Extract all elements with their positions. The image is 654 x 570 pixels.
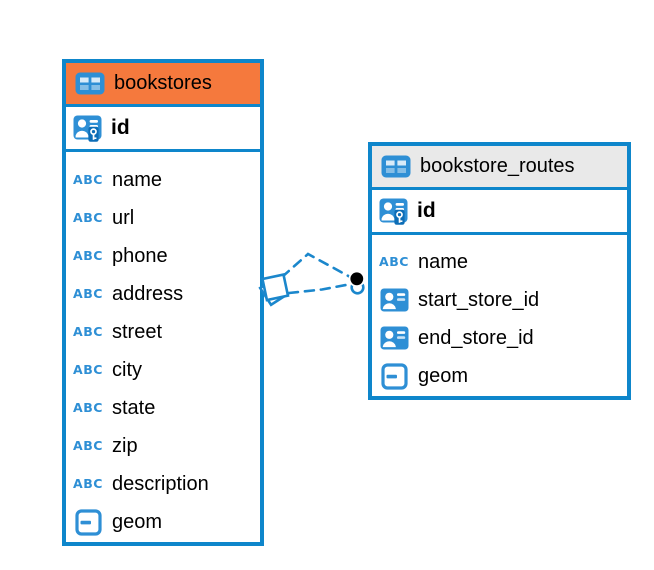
column-name: id	[111, 116, 130, 139]
table-icon	[75, 72, 105, 95]
column-row[interactable]: ABC city	[66, 351, 260, 389]
column-name: zip	[112, 434, 138, 457]
column-name: city	[112, 358, 142, 381]
geometry-icon	[73, 508, 103, 536]
column-name: geom	[112, 510, 163, 533]
column-name: id	[417, 199, 436, 222]
entity-bookstore-routes-header[interactable]: bookstore_routes	[372, 146, 627, 190]
entity-bookstores[interactable]: bookstores id ABC	[62, 59, 264, 546]
column-list: ABC name ABC url ABC phone ABC address A…	[66, 152, 260, 541]
column-name: start_store_id	[418, 288, 540, 311]
varchar-icon: ABC	[73, 247, 103, 263]
column-name: phone	[112, 244, 168, 267]
varchar-icon: ABC	[73, 475, 103, 491]
varchar-icon: ABC	[73, 209, 103, 225]
column-name: address	[112, 282, 184, 305]
column-row[interactable]: start_store_id	[372, 281, 627, 319]
column-row[interactable]: geom	[372, 357, 627, 395]
column-name: url	[112, 206, 135, 229]
entity-bookstores-header[interactable]: bookstores	[66, 63, 260, 107]
table-title: bookstore_routes	[420, 155, 575, 177]
column-name: street	[112, 320, 163, 343]
column-row[interactable]: ABC name	[372, 243, 627, 281]
column-row-pk[interactable]: id	[66, 107, 260, 152]
relationship-line[interactable]	[287, 282, 353, 295]
column-row[interactable]: ABC url	[66, 199, 260, 237]
column-name: name	[418, 250, 469, 273]
entity-bookstore-routes[interactable]: bookstore_routes id ABC	[368, 142, 631, 400]
varchar-icon: ABC	[73, 399, 103, 415]
primary-key-icon	[73, 114, 103, 142]
foreign-key-icon	[379, 288, 409, 312]
column-list: ABC name start_store_id	[372, 235, 627, 395]
varchar-icon: ABC	[73, 285, 103, 301]
column-row[interactable]: ABC zip	[66, 427, 260, 465]
geometry-icon	[379, 362, 409, 390]
varchar-icon: ABC	[73, 323, 103, 339]
column-row[interactable]: ABC description	[66, 465, 260, 503]
varchar-icon: ABC	[379, 253, 409, 269]
column-row[interactable]: end_store_id	[372, 319, 627, 357]
column-row[interactable]: geom	[66, 503, 260, 541]
varchar-icon: ABC	[73, 437, 103, 453]
column-name: geom	[418, 364, 469, 387]
column-row[interactable]: ABC state	[66, 389, 260, 427]
column-name: state	[112, 396, 156, 419]
column-name: description	[112, 472, 209, 495]
foreign-key-icon	[379, 326, 409, 350]
column-row[interactable]: ABC name	[66, 161, 260, 199]
table-icon	[381, 155, 411, 178]
column-name: name	[112, 168, 163, 191]
column-row[interactable]: ABC street	[66, 313, 260, 351]
column-name: end_store_id	[418, 326, 534, 349]
varchar-icon: ABC	[73, 171, 103, 187]
relationship-target-marker[interactable]	[348, 270, 366, 295]
column-row[interactable]: ABC address	[66, 275, 260, 313]
column-row-pk[interactable]: id	[372, 190, 627, 235]
relationship-line[interactable]	[280, 252, 354, 280]
varchar-icon: ABC	[73, 361, 103, 377]
column-row[interactable]: ABC phone	[66, 237, 260, 275]
table-title: bookstores	[114, 72, 212, 94]
relationship-source-marker[interactable]	[258, 273, 290, 307]
primary-key-icon	[379, 197, 409, 225]
